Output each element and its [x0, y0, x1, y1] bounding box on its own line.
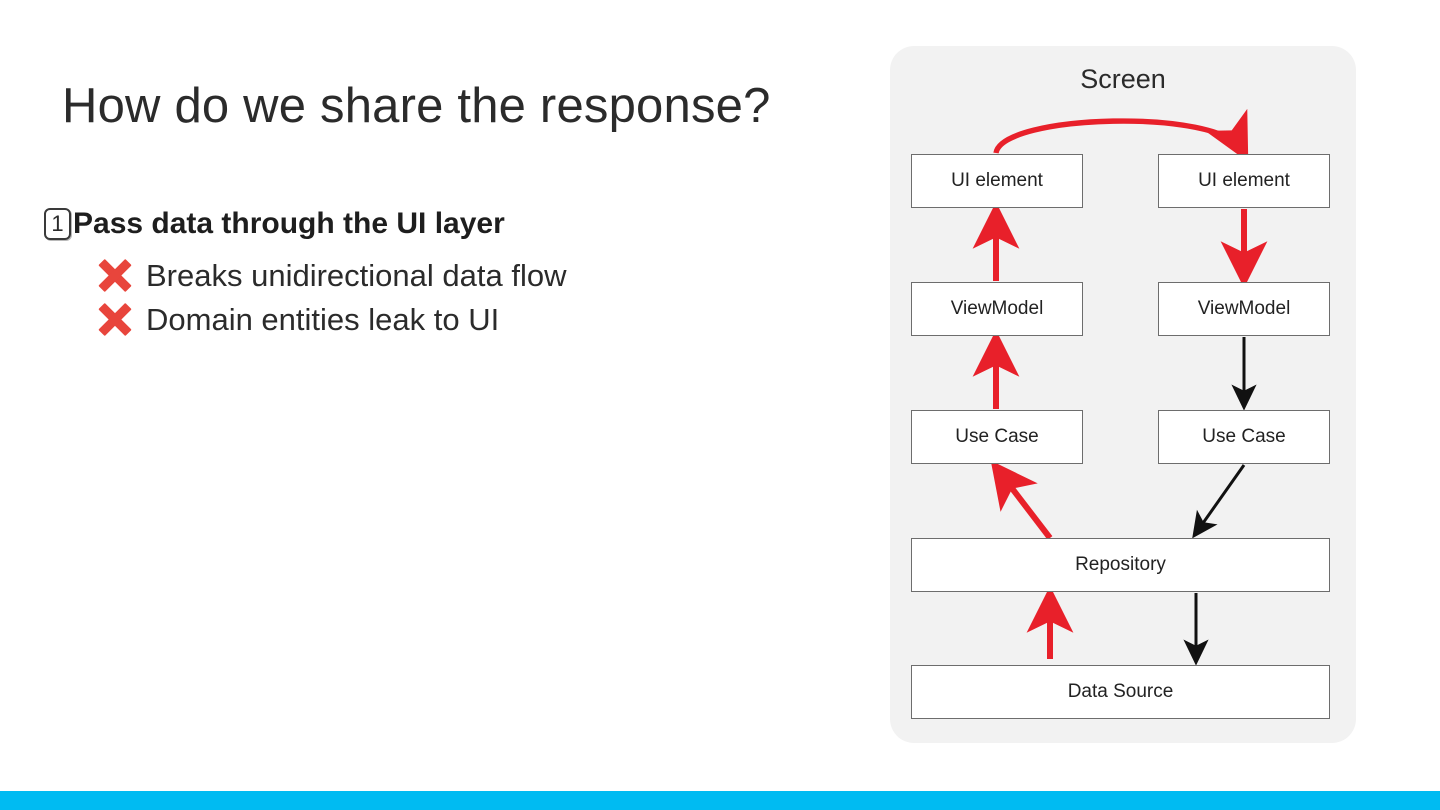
architecture-diagram-panel: Screen UI el [890, 46, 1356, 743]
slide-content-left: How do we share the response? 1 Pass dat… [44, 79, 771, 341]
subpoint-label: Domain entities leak to UI [146, 301, 500, 337]
node-ui-element-right[interactable]: UI element [1158, 154, 1330, 208]
list-item: Domain entities leak to UI [95, 297, 566, 341]
subpoint-list: Breaks unidirectional data flow Domain e… [95, 253, 566, 341]
point-heading: Pass data through the UI layer [73, 207, 505, 240]
edge-uc-right-to-repository [1192, 464, 1246, 539]
edge-ui-left-to-ui-right [993, 108, 1249, 162]
node-use-case-right[interactable]: Use Case [1158, 410, 1330, 464]
bottom-accent-bar [0, 791, 1440, 810]
node-repository[interactable]: Repository [911, 538, 1330, 592]
cross-mark-icon [95, 298, 135, 340]
diagram-edges [972, 108, 1268, 666]
node-ui-element-left[interactable]: UI element [911, 154, 1083, 208]
diagram-title: Screen [1080, 64, 1166, 94]
point-number-keycap: 1 [44, 208, 71, 240]
cross-mark-icon [95, 254, 135, 296]
edge-repository-to-uc-left [990, 460, 1053, 540]
numbered-point: 1 Pass data through the UI layer [44, 205, 505, 243]
node-viewmodel-right[interactable]: ViewModel [1158, 282, 1330, 336]
subpoint-label: Breaks unidirectional data flow [146, 257, 567, 293]
node-use-case-left[interactable]: Use Case [911, 410, 1083, 464]
node-viewmodel-left[interactable]: ViewModel [911, 282, 1083, 336]
list-item: Breaks unidirectional data flow [95, 253, 566, 297]
page-title: How do we share the response? [62, 79, 771, 133]
node-data-source[interactable]: Data Source [911, 665, 1330, 719]
